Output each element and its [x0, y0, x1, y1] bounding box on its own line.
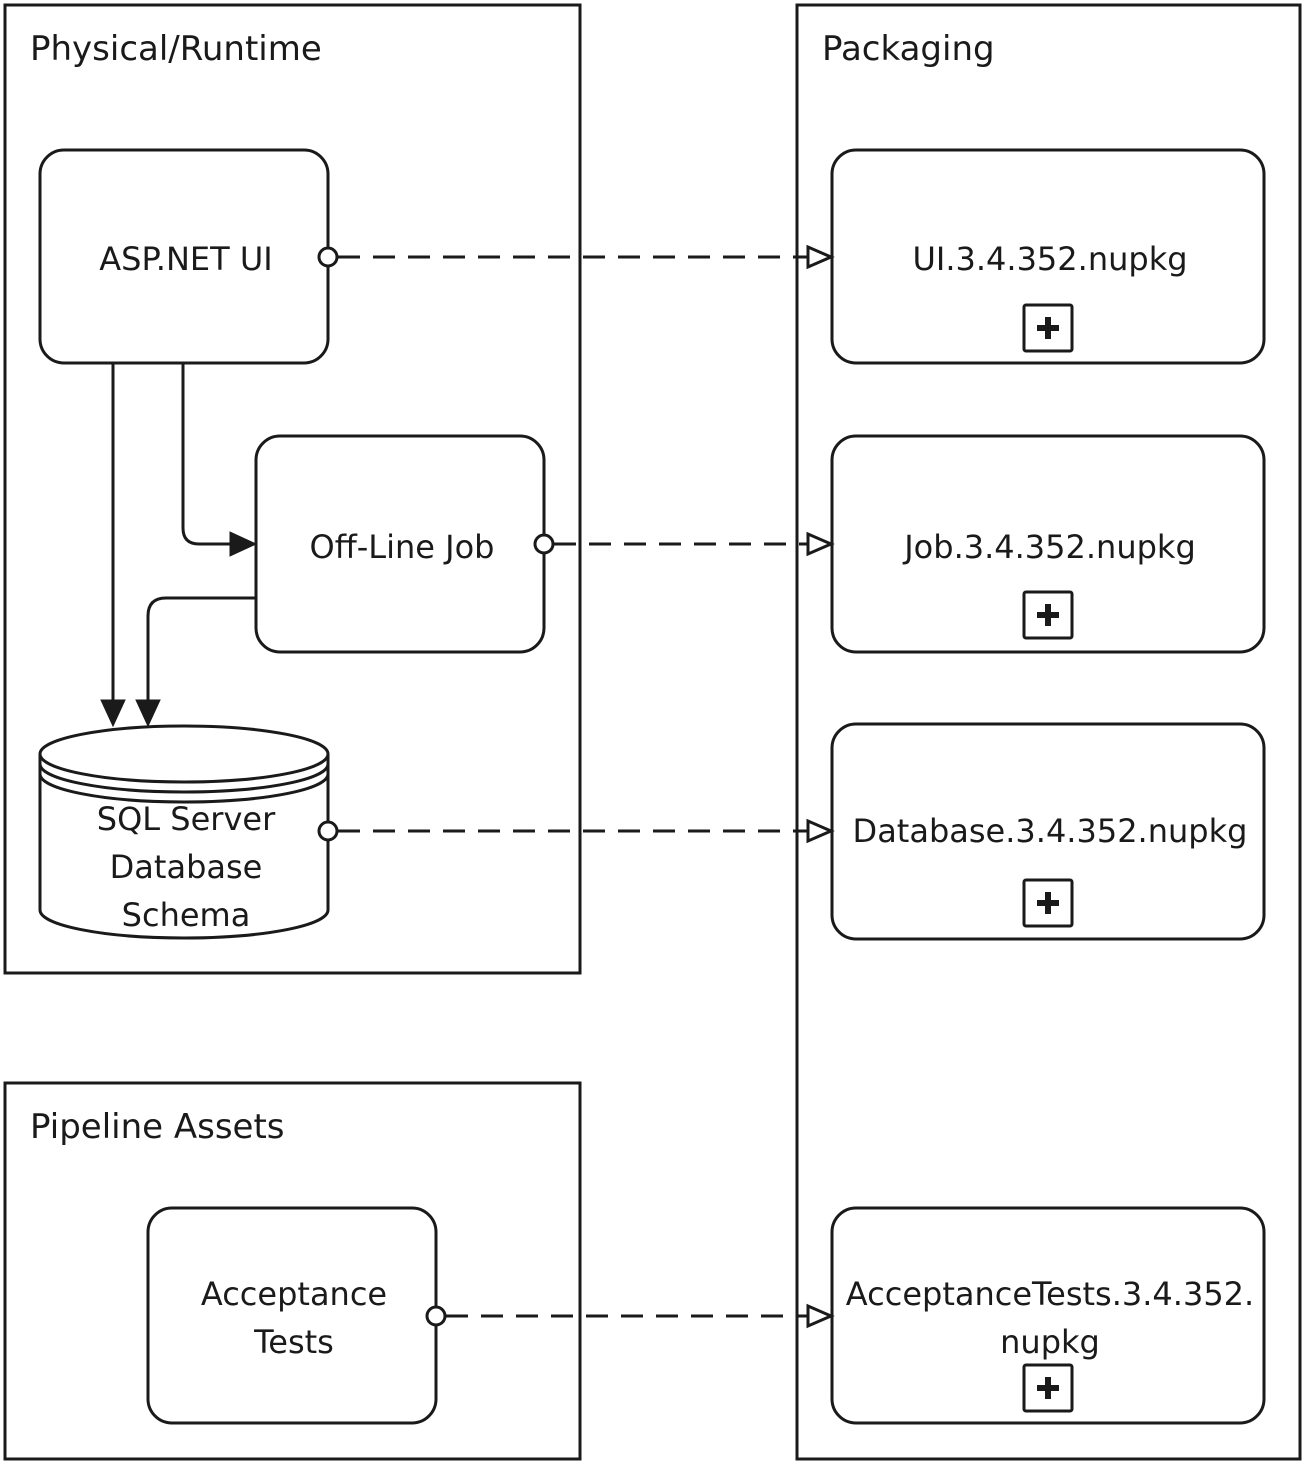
acceptance-tests-package-label-line2: nupkg	[1000, 1323, 1100, 1361]
job-package-label: Job.3.4.352.nupkg	[902, 528, 1196, 566]
ui-package-plus-square-icon[interactable]	[1022, 303, 1074, 353]
database-connector-origin-circle	[317, 820, 339, 842]
job-to-database-arrow	[146, 596, 256, 702]
database-package-label: Database.3.4.352.nupkg	[853, 812, 1248, 850]
physical-runtime-title: Physical/Runtime	[30, 29, 322, 69]
offline-job-label: Off-Line Job	[310, 528, 495, 566]
ui-to-database-arrowhead	[100, 699, 126, 728]
database-package-plus-square-icon[interactable]	[1022, 878, 1074, 928]
ui-connector-origin-circle	[317, 246, 339, 268]
job-package-plus-square-icon[interactable]	[1022, 590, 1074, 640]
job-to-database-arrowhead	[135, 699, 161, 728]
ui-to-job-arrow	[181, 363, 232, 546]
pipeline-assets-title: Pipeline Assets	[30, 1107, 285, 1147]
ui-connector-arrowhead	[806, 244, 835, 270]
acceptance-tests-package-plus-square-icon[interactable]	[1022, 1363, 1074, 1413]
sql-database-label-line3: Schema	[122, 896, 251, 934]
ui-package-label: UI.3.4.352.nupkg	[912, 240, 1187, 278]
packaging-title: Packaging	[822, 29, 995, 69]
job-connector-arrowhead	[806, 531, 835, 557]
acceptance-tests-connector-origin-circle	[425, 1305, 447, 1327]
job-connector-origin-circle	[533, 533, 555, 555]
asp-net-ui-label: ASP.NET UI	[99, 240, 272, 278]
acceptance-tests-label-line1: Acceptance	[201, 1275, 387, 1313]
acceptance-tests-package-label-line1: AcceptanceTests.3.4.352.	[846, 1275, 1254, 1313]
database-connector-arrowhead	[806, 818, 835, 844]
ui-to-job-arrowhead	[229, 531, 258, 557]
acceptance-tests-connector-arrowhead	[806, 1303, 835, 1329]
sql-database-label-line1: SQL Server	[97, 800, 276, 838]
sql-database-label-line2: Database	[110, 848, 263, 886]
acceptance-tests-node	[146, 1206, 438, 1425]
sql-database-node	[38, 724, 330, 940]
acceptance-tests-label-line2: Tests	[253, 1323, 334, 1361]
